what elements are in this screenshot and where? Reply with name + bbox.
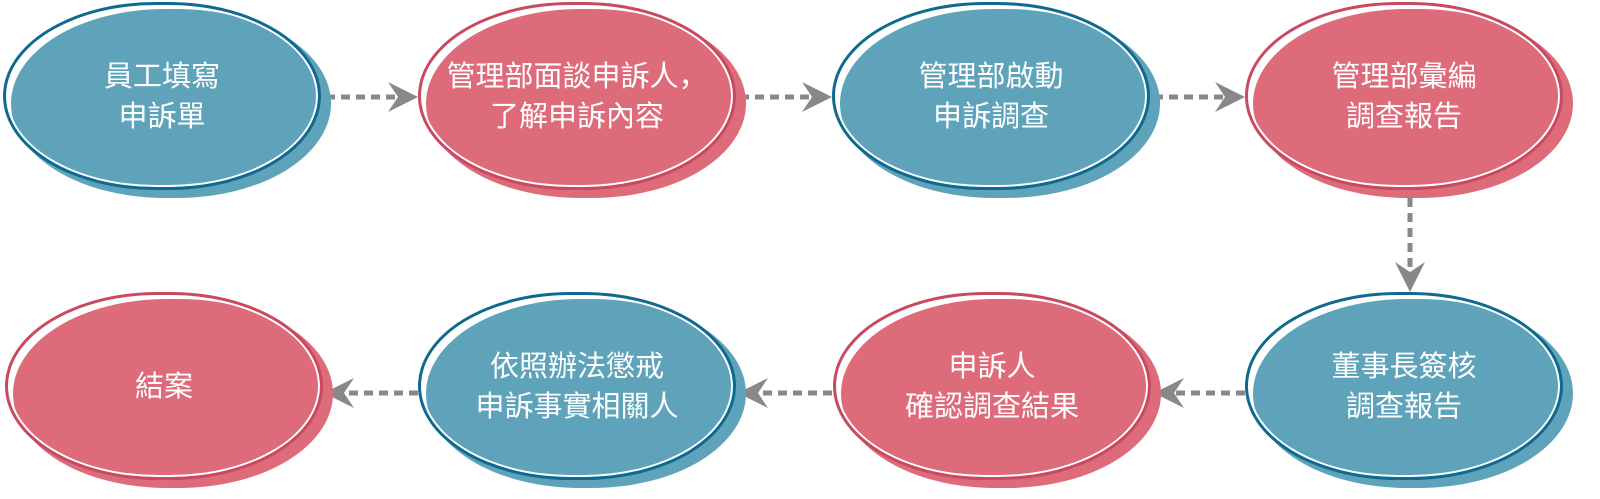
arrowhead-icon bbox=[738, 378, 768, 408]
node-label: 調查報告 bbox=[1345, 389, 1462, 423]
node-management-interview: 管理部面談申訴人， 了解申訴內容 bbox=[418, 2, 748, 198]
node-label: 董事長簽核 bbox=[1331, 349, 1477, 383]
node-label: 結案 bbox=[134, 369, 193, 403]
node-label: 了解申訴內容 bbox=[489, 99, 664, 133]
node-start-investigation: 管理部啟動申訴調查 bbox=[832, 2, 1162, 198]
node-label: 申訴人 bbox=[948, 349, 1036, 383]
arrowhead-icon bbox=[388, 82, 418, 112]
node-label: 申訴調查 bbox=[932, 99, 1049, 133]
node-chairman-approval: 董事長簽核調查報告 bbox=[1245, 292, 1575, 488]
node-label: 管理部面談申訴人， bbox=[446, 59, 708, 93]
node-label: 依照辦法懲戒 bbox=[489, 349, 664, 383]
node-discipline: 依照辦法懲戒申訴事實相關人 bbox=[418, 292, 748, 488]
arrowhead-icon bbox=[802, 82, 832, 112]
arrowhead-icon bbox=[1154, 378, 1184, 408]
node-case-closed: 結案 bbox=[5, 292, 335, 488]
arrowhead-icon bbox=[1215, 82, 1245, 112]
arrowhead-icon bbox=[1395, 262, 1425, 292]
node-label: 管理部彙編 bbox=[1331, 59, 1477, 93]
node-label: 申訴單 bbox=[118, 99, 206, 133]
node-label: 調查報告 bbox=[1345, 99, 1462, 133]
node-complainant-confirms: 申訴人確認調查結果 bbox=[833, 292, 1163, 488]
node-label: 申訴事實相關人 bbox=[475, 389, 679, 423]
node-label: 管理部啟動 bbox=[918, 59, 1064, 93]
node-compile-report: 管理部彙編調查報告 bbox=[1245, 2, 1575, 198]
arrowhead-icon bbox=[324, 378, 354, 408]
node-label: 員工填寫 bbox=[103, 59, 220, 93]
node-label: 確認調查結果 bbox=[904, 389, 1079, 423]
node-employee-fills-form: 員工填寫申訴單 bbox=[3, 2, 333, 198]
